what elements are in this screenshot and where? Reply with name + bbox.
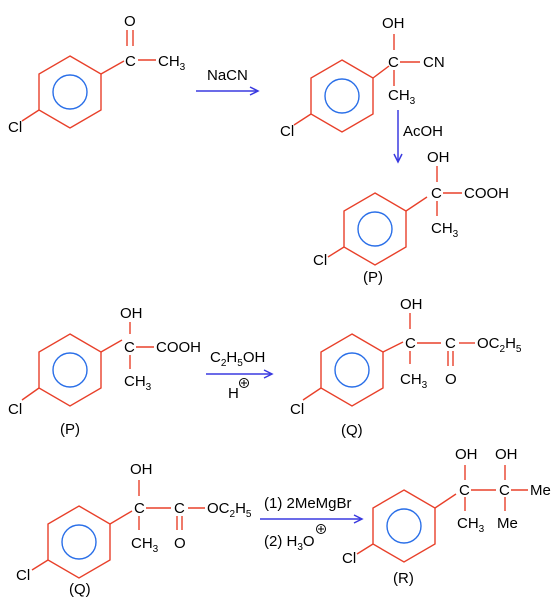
reactant-q: Cl OH C C O OC2H5 CH3 (Q) [16,461,252,598]
hydroxyl-label-2: OH [495,446,518,463]
methyl-label: CH3 [388,87,416,107]
central-carbon-label: C [405,335,416,352]
arrow-nacn: NaCN [196,67,260,96]
hydroxyl-label: OH [120,305,143,322]
aromatic-circle [357,211,393,247]
carbonyl-oxygen-label: O [445,371,457,388]
bond-cl [356,543,374,555]
carbonyl-oxygen-label: O [174,535,186,552]
bond-cl [31,559,49,571]
central-carbon-label: C [134,500,145,517]
product-p: Cl OH C COOH CH3 (P) [313,149,509,286]
compound-tag-p: (P) [363,269,383,286]
plus-charge-icon [316,524,326,534]
reagent-nacn: NaCN [207,67,248,84]
compound-tag-r: (R) [393,570,414,587]
benzene-ring [343,192,407,266]
benzene-ring [320,333,384,407]
carbonyl-carbon-label: C [125,53,136,70]
reagent-proton: H [228,385,239,402]
nitrile-label: CN [423,54,445,71]
bond-ring-c [405,196,428,212]
arrow-acoh: AcOH [393,110,443,164]
reagent-acoh: AcOH [403,123,443,140]
ethoxy-label: OC2H5 [477,335,522,355]
bond-ring-c [109,510,133,525]
benzene-ring [47,505,111,579]
benzene-ring [372,489,436,563]
hydroxyl-label: OH [400,296,423,313]
hydroxyl-label: OH [130,461,153,478]
bond-ring-c [372,65,390,79]
bond-ring-c [100,339,123,353]
chlorine-label: Cl [16,567,30,584]
reagent-hydronium: (2) H3O [264,533,315,553]
carbon-label-2: C [499,482,510,499]
arrow-head [249,86,260,96]
methyl-label: CH3 [457,515,485,535]
methyl-label: CH3 [124,373,152,393]
reactant-p: Cl OH C COOH CH3 (P) [8,305,201,438]
chlorine-label: Cl [342,550,356,567]
methyl-label: CH3 [400,371,428,391]
chlorine-label: Cl [8,119,22,136]
aromatic-circle [324,78,360,114]
aromatic-circle [52,74,88,110]
aromatic-circle [61,524,97,560]
chlorine-label: Cl [313,252,327,269]
methyl-label-bottom: Me [497,515,518,532]
aromatic-circle [386,508,422,544]
arrow-grignard: (1) 2MeMgBr (2) H3O [260,495,364,553]
bond-ring-c [434,493,457,509]
central-carbon-label: C [388,54,399,71]
chlorine-label: Cl [290,401,304,418]
oxygen-label: O [124,13,136,30]
hydroxyl-label-1: OH [455,446,478,463]
bond-cl [327,246,345,258]
chlorine-label: Cl [8,401,22,418]
reactant-4-chloroacetophenone: Cl O C CH3 [8,13,186,136]
benzene-ring [38,55,102,129]
bond-cl [302,387,322,401]
compound-tag-p: (P) [60,421,80,438]
arrow-esterification: C2H5OH H [206,349,274,402]
hydroxyl-label: OH [427,149,450,166]
hydroxyl-label: OH [382,15,405,32]
methyl-label: CH3 [131,535,159,555]
aromatic-circle [334,352,370,388]
product-r: Cl OH OH C C Me CH3 Me (R) [342,446,551,587]
bond-cl [21,109,40,122]
bond-ring-c [382,341,404,353]
methyl-label: CH3 [431,220,459,240]
carbon-label-1: C [459,482,470,499]
carboxyl-label: COOH [156,339,201,356]
reagent-ethanol: C2H5OH [210,349,265,369]
ethoxy-label: OC2H5 [207,500,252,520]
benzene-ring [310,59,374,133]
methyl-label-right: Me [530,482,551,499]
carbonyl-carbon-label: C [174,500,185,517]
bond-cl [21,387,40,401]
carboxyl-label: COOH [464,185,509,202]
benzene-ring [38,333,102,407]
methyl-label: CH3 [158,53,186,73]
arrow-head [353,514,364,524]
reagent-grignard: (1) 2MeMgBr [264,495,352,512]
product-cyanohydrin: Cl OH C CN CH3 [280,15,445,140]
plus-charge-icon [239,378,249,388]
compound-tag-q: (Q) [69,581,91,598]
central-carbon-label: C [124,339,135,356]
aromatic-circle [52,352,88,388]
product-q: Cl OH C C O OC2H5 CH3 (Q) [290,296,522,439]
compound-tag-q: (Q) [341,422,363,439]
carbonyl-carbon-label: C [445,335,456,352]
chlorine-label: Cl [280,123,294,140]
bond-cl [293,113,312,126]
bond-ring-carbonyl [100,60,125,75]
arrow-head [263,369,274,379]
central-carbon-label: C [431,185,442,202]
arrow-head [393,153,403,164]
